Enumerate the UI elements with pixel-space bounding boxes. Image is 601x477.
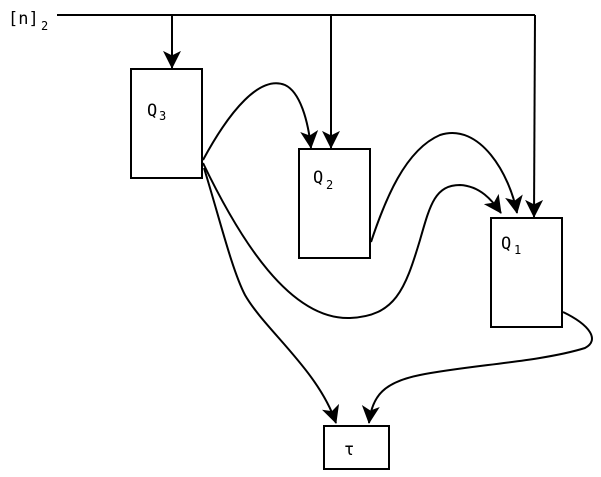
node-q2: Q 2 bbox=[298, 148, 371, 259]
node-q1-box bbox=[490, 217, 563, 328]
input-label-subscript: 2 bbox=[41, 19, 48, 33]
node-tau-box bbox=[323, 425, 390, 470]
edge-q3-to-tau bbox=[203, 167, 340, 424]
node-q2-subscript: 2 bbox=[326, 178, 333, 192]
edge-q3-to-q1 bbox=[202, 162, 502, 320]
input-label: [n] 2 bbox=[8, 9, 48, 33]
node-q2-box bbox=[298, 148, 371, 259]
edge-q3-to-q2 bbox=[202, 82, 319, 161]
input-label-base: [n] bbox=[8, 9, 39, 29]
node-tau: τ bbox=[323, 425, 390, 470]
node-q3-subscript: 3 bbox=[159, 109, 166, 123]
node-q3-label: Q bbox=[147, 101, 157, 121]
node-q1-label: Q bbox=[501, 234, 511, 254]
node-q3: Q 3 bbox=[130, 68, 203, 179]
edge-input-to-q1 bbox=[525, 14, 544, 218]
node-q1-subscript: 1 bbox=[514, 243, 521, 257]
edge-q2-to-q1 bbox=[370, 132, 523, 243]
node-q2-label: Q bbox=[313, 168, 323, 188]
node-tau-label: τ bbox=[344, 440, 354, 460]
edge-q1-to-tau bbox=[361, 311, 593, 424]
node-q1: Q 1 bbox=[490, 217, 563, 328]
node-q3-box bbox=[130, 68, 203, 179]
